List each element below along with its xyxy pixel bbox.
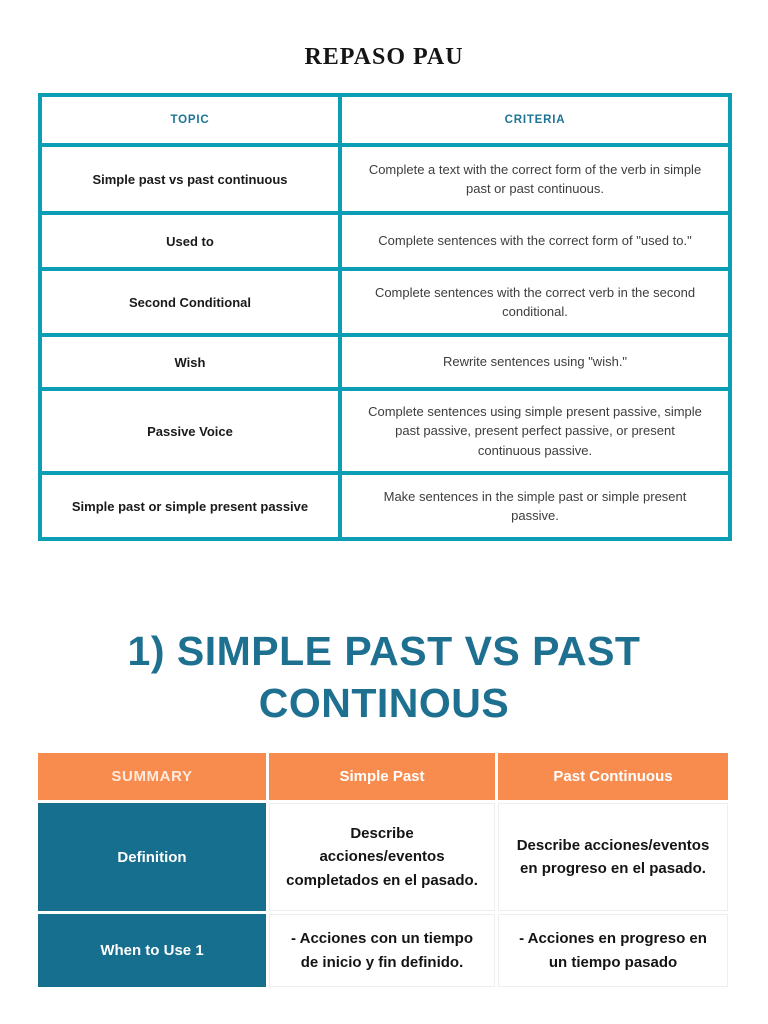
summary-header-cell: SUMMARY bbox=[38, 753, 266, 800]
past-continuous-header-cell: Past Continuous bbox=[498, 753, 728, 800]
row-label-definition: Definition bbox=[38, 803, 266, 911]
topic-cell: Passive Voice bbox=[38, 387, 342, 475]
criteria-table-header-row: TOPIC CRITERIA bbox=[38, 93, 732, 147]
table-row: Used to Complete sentences with the corr… bbox=[38, 211, 732, 271]
table-row: Second Conditional Complete sentences wi… bbox=[38, 267, 732, 337]
criteria-cell: Complete sentences using simple present … bbox=[338, 387, 732, 475]
table-row: Simple past vs past continuous Complete … bbox=[38, 143, 732, 215]
definition-simple-past-cell: Describe acciones/eventos completados en… bbox=[269, 803, 495, 911]
criteria-cell: Complete sentences with the correct verb… bbox=[338, 267, 732, 337]
page-title: REPASO PAU bbox=[304, 44, 464, 70]
column-header-topic: TOPIC bbox=[38, 93, 342, 147]
topic-cell: Simple past or simple present passive bbox=[38, 471, 342, 541]
criteria-cell: Complete sentences with the correct form… bbox=[338, 211, 732, 271]
criteria-table: TOPIC CRITERIA Simple past vs past conti… bbox=[38, 93, 732, 541]
criteria-cell: Make sentences in the simple past or sim… bbox=[338, 471, 732, 541]
table-row: Wish Rewrite sentences using "wish." bbox=[38, 333, 732, 391]
section-heading-line2: CONTINOUS bbox=[258, 680, 510, 727]
simple-past-header-cell: Simple Past bbox=[269, 753, 495, 800]
when-to-use-past-continuous-cell: - Acciones en progreso en un tiempo pasa… bbox=[498, 914, 728, 987]
row-label-when-to-use-1: When to Use 1 bbox=[38, 914, 266, 987]
definition-past-continuous-cell: Describe acciones/eventos en progreso en… bbox=[498, 803, 728, 911]
criteria-cell: Complete a text with the correct form of… bbox=[338, 143, 732, 215]
summary-table: SUMMARY Simple Past Past Continuous Defi… bbox=[38, 753, 728, 987]
criteria-cell: Rewrite sentences using "wish." bbox=[338, 333, 732, 391]
topic-cell: Wish bbox=[38, 333, 342, 391]
table-row: Passive Voice Complete sentences using s… bbox=[38, 387, 732, 475]
topic-cell: Simple past vs past continuous bbox=[38, 143, 342, 215]
table-row: Simple past or simple present passive Ma… bbox=[38, 471, 732, 541]
column-header-criteria: CRITERIA bbox=[338, 93, 732, 147]
topic-cell: Used to bbox=[38, 211, 342, 271]
when-to-use-simple-past-cell: - Acciones con un tiempo de inicio y fin… bbox=[269, 914, 495, 987]
topic-cell: Second Conditional bbox=[38, 267, 342, 337]
section-heading-line1: 1) SIMPLE PAST VS PAST bbox=[127, 628, 641, 674]
section-heading: 1) SIMPLE PAST VS PAST CONTINOUS bbox=[0, 625, 768, 730]
